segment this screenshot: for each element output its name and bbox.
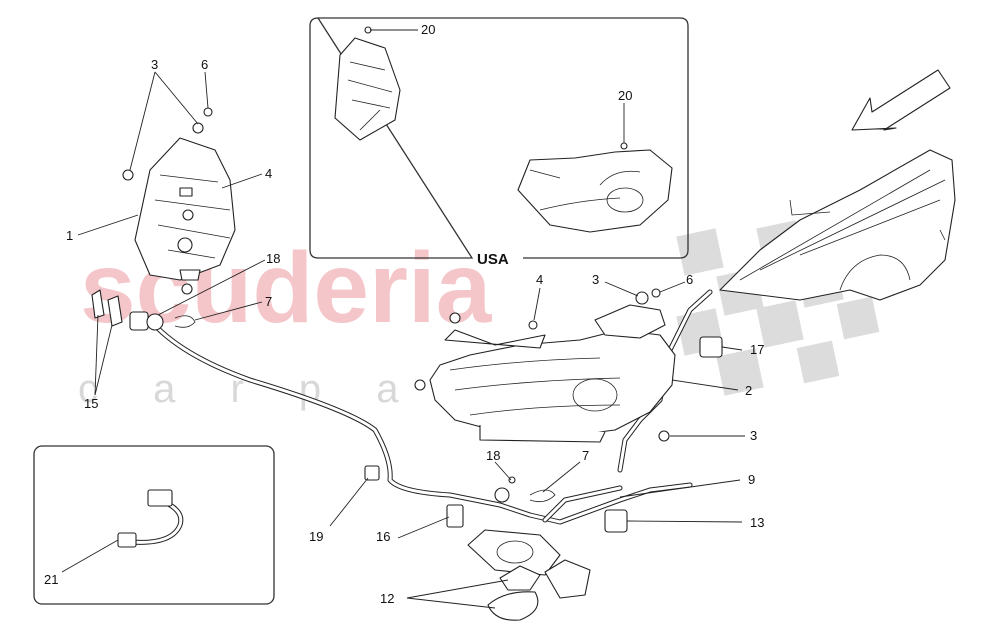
inset-part-21 — [33, 445, 275, 605]
clip-19 — [364, 465, 380, 481]
callout-19: 19 — [309, 529, 323, 544]
callout-1: 1 — [66, 228, 73, 243]
callout-3-lower: 3 — [750, 428, 757, 443]
callout-17: 17 — [750, 342, 764, 357]
callout-4-left: 4 — [265, 166, 272, 181]
screw-6-main — [651, 288, 661, 298]
small-parts — [364, 336, 723, 533]
main-wiring-harness — [147, 289, 713, 525]
screw-6-left — [203, 107, 213, 117]
callout-3-left: 3 — [151, 57, 158, 72]
bracket-13 — [604, 509, 628, 533]
nut-3-main-a — [635, 291, 649, 305]
callout-13: 13 — [750, 515, 764, 530]
bulb-18-lower — [508, 476, 516, 484]
leader-lines — [61, 29, 745, 609]
gasket-7-lower — [529, 489, 556, 503]
socket-18-lower — [494, 487, 510, 503]
callout-6-main: 6 — [686, 272, 693, 287]
callout-4-main: 4 — [536, 272, 543, 287]
actuator-17 — [699, 336, 723, 358]
callout-16: 16 — [376, 529, 390, 544]
callout-20-top: 20 — [421, 22, 435, 37]
headlamp-side-view — [122, 107, 236, 295]
callout-2: 2 — [745, 383, 752, 398]
callout-18-left: 18 — [266, 251, 280, 266]
usa-headlamp-front — [517, 142, 673, 233]
screw-4-main — [528, 320, 538, 330]
headlamp-main — [414, 288, 676, 443]
direction-arrow — [851, 69, 951, 131]
callout-15: 15 — [84, 396, 98, 411]
left-connectors — [91, 289, 196, 331]
callout-7-lower: 7 — [582, 448, 589, 463]
washer-main — [449, 312, 461, 324]
nut-3-left-a — [192, 122, 204, 134]
callout-6-left: 6 — [201, 57, 208, 72]
callout-20-right: 20 — [618, 88, 632, 103]
fastener-main-left — [414, 379, 426, 391]
bracket-16 — [446, 504, 464, 528]
nut-3-left-b — [122, 169, 134, 181]
usa-headlamp-side — [334, 26, 401, 141]
covers-12 — [467, 529, 591, 621]
callout-9: 9 — [748, 472, 755, 487]
callout-18-lower: 18 — [486, 448, 500, 463]
callout-21: 21 — [44, 572, 58, 587]
connector-21-lower — [117, 532, 137, 548]
connector-21-upper — [147, 489, 173, 507]
fender-panel — [719, 149, 956, 301]
callout-labels: 3 6 4 1 18 7 15 20 20 4 3 6 17 2 3 9 13 … — [44, 22, 764, 606]
inset-usa-label: USA — [477, 251, 509, 268]
nut-3-main-b — [658, 430, 670, 442]
callout-7-left: 7 — [265, 294, 272, 309]
inset-usa: USA — [309, 17, 689, 268]
callout-12: 12 — [380, 591, 394, 606]
callout-3-main: 3 — [592, 272, 599, 287]
